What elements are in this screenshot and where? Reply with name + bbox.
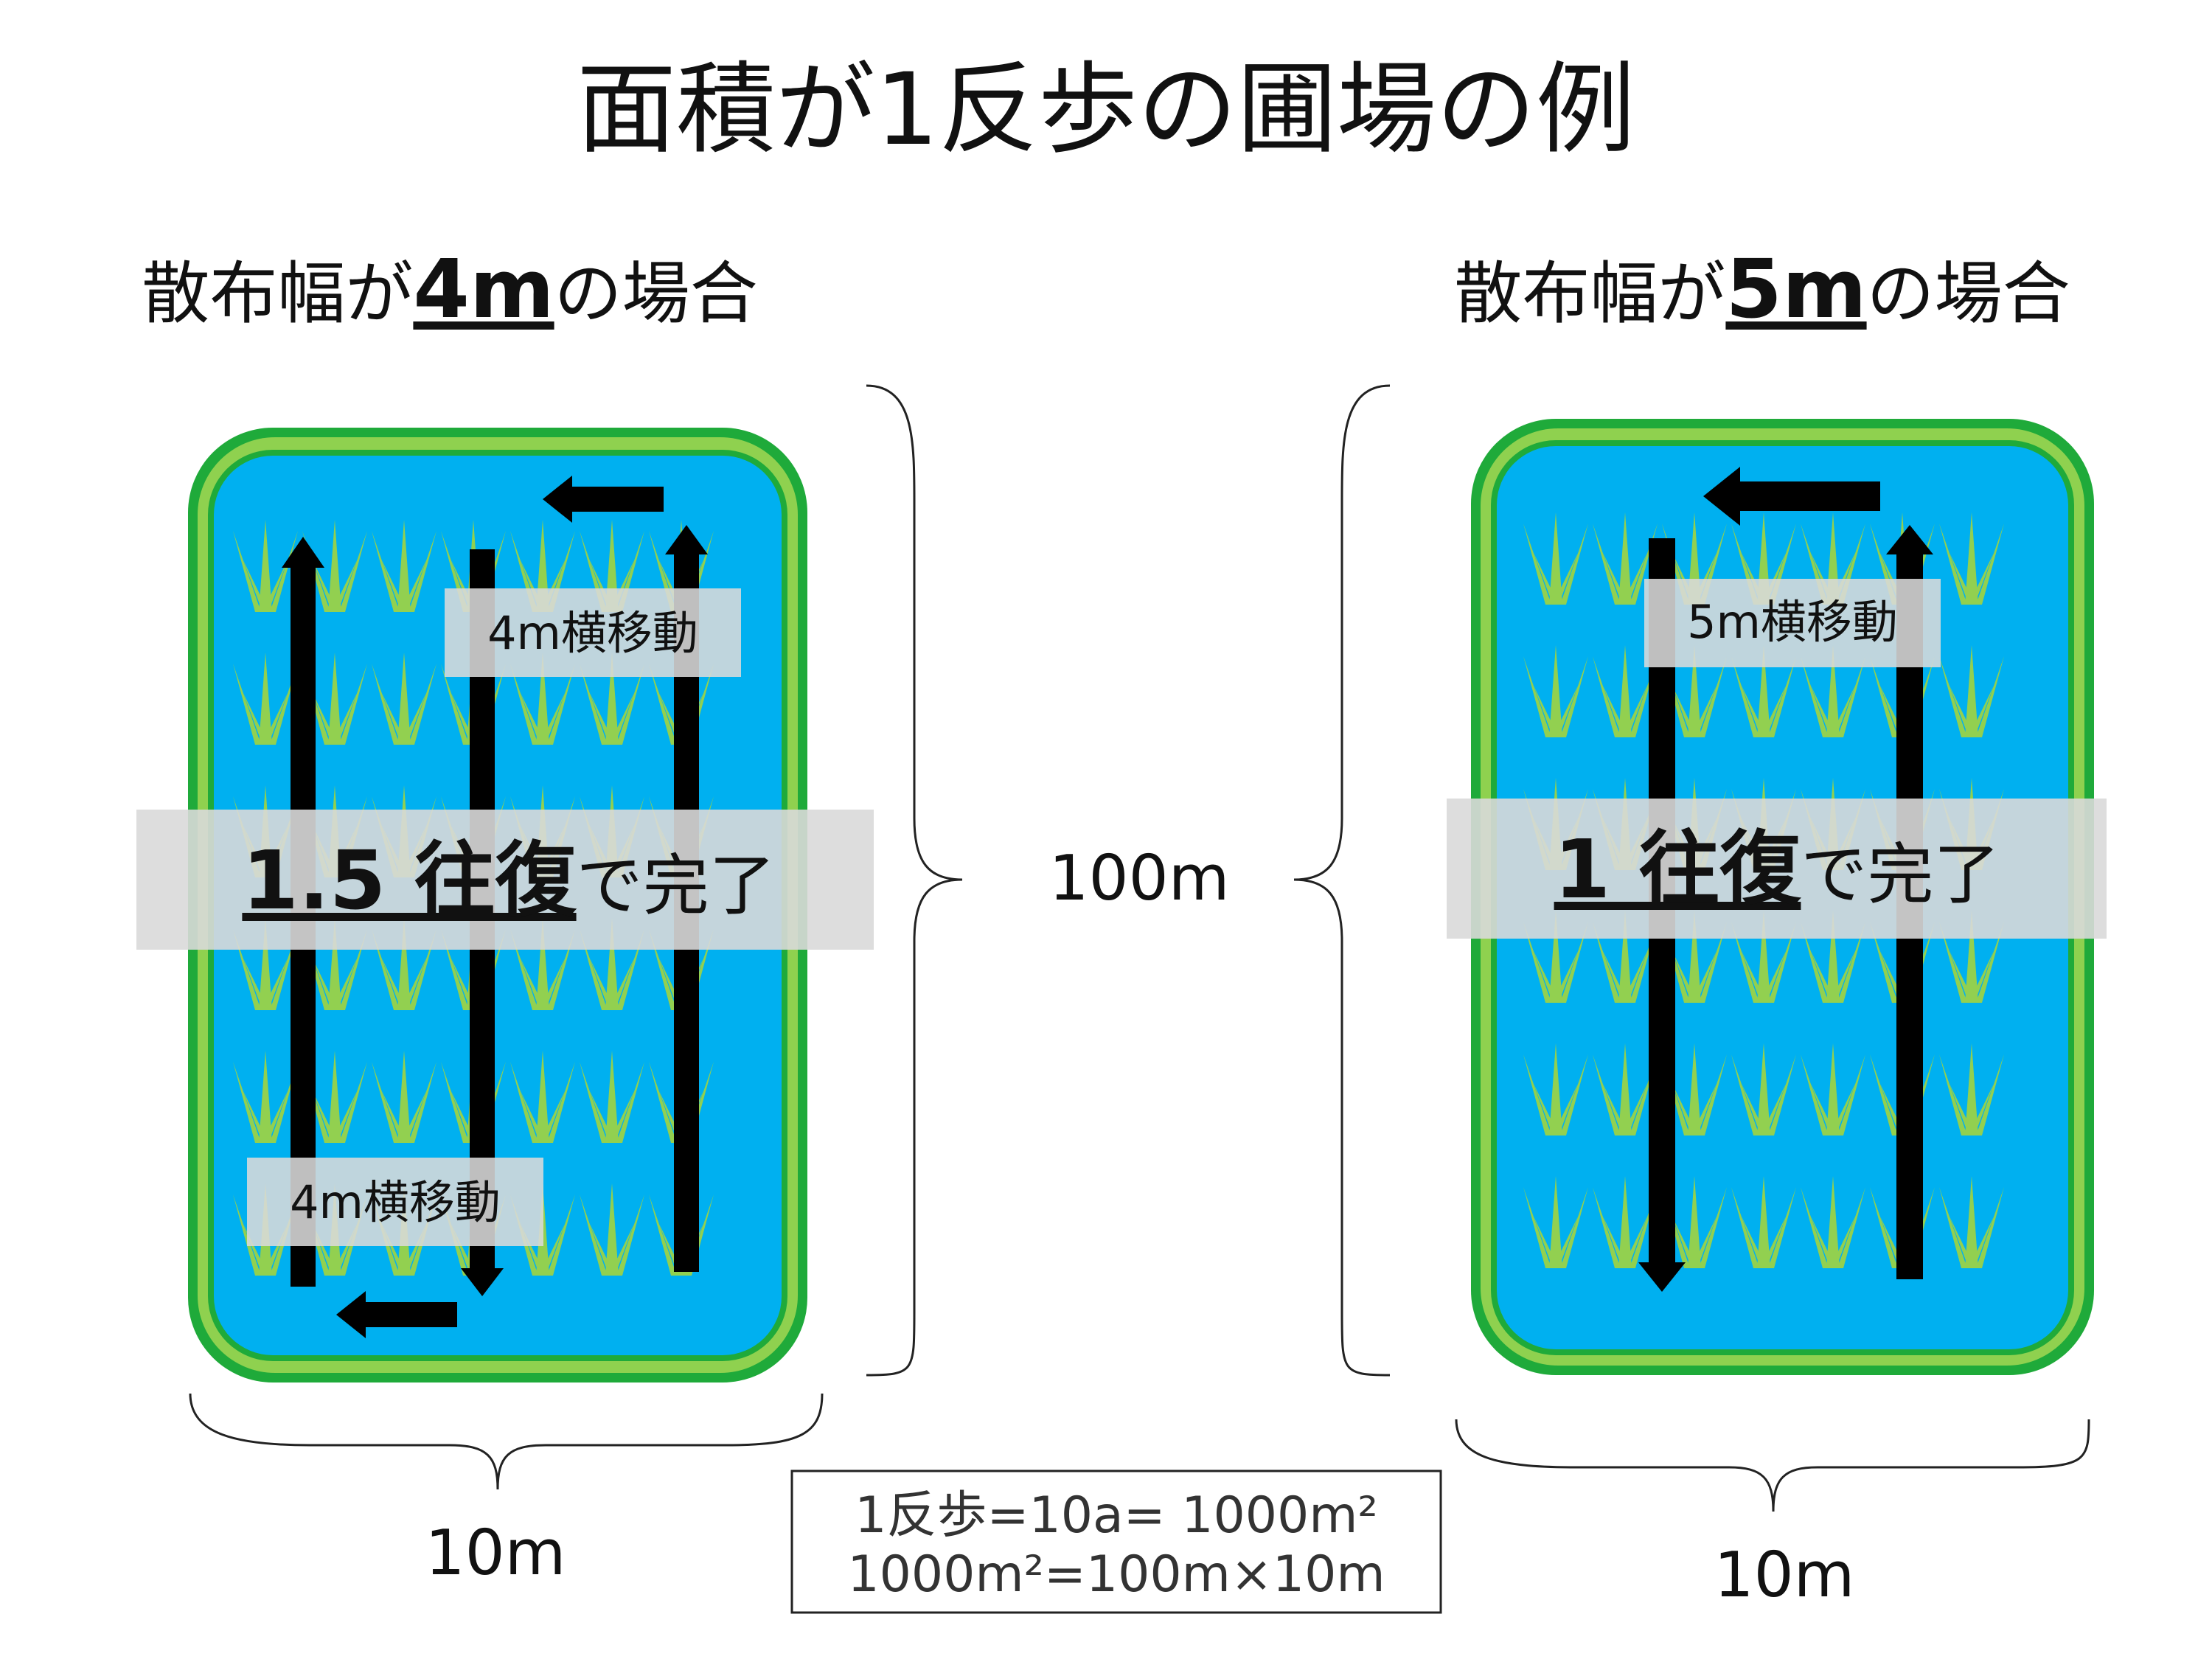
rice-plant-icon	[1939, 512, 2004, 605]
right-field: 5m横移動 1 往復で完了	[1447, 419, 2107, 1375]
rice-plant-icon	[1662, 645, 1727, 737]
rice-plant-icon	[1801, 911, 1865, 1003]
rice-plant-icon	[1731, 1043, 1796, 1135]
rice-plant-icon	[1523, 1176, 1588, 1268]
rice-plant-icon	[510, 1051, 575, 1143]
left-move-arrow-bottom-shaft	[361, 1302, 457, 1327]
left-width-brace	[189, 1393, 824, 1490]
note-box	[790, 1470, 1442, 1614]
left-heading-width: 4m	[413, 242, 554, 336]
rice-plant-icon	[1662, 911, 1727, 1003]
right-result-suffix: で完了	[1801, 836, 2000, 914]
right-heading-width: 5m	[1725, 242, 1866, 336]
left-move-label-bottom: 4m横移動	[290, 1175, 501, 1229]
rice-plant-icon	[510, 918, 575, 1010]
left-result-count: 1.5 往復	[242, 833, 577, 928]
right-heading: 散布幅が5mの場合	[1454, 242, 2070, 336]
rice-plant-icon	[1731, 911, 1796, 1003]
rice-plant-icon	[580, 918, 644, 1010]
left-width-label: 10m	[425, 1517, 566, 1590]
right-heading-suffix: の場合	[1867, 254, 2070, 333]
note-line-1: 1反歩=10a= 1000m²	[855, 1486, 1378, 1545]
left-heading-prefix: 散布幅が	[142, 254, 413, 333]
rice-plant-icon	[580, 653, 644, 745]
rice-plant-icon	[1731, 1176, 1796, 1268]
rice-plant-icon	[302, 520, 367, 612]
rice-plant-icon	[510, 653, 575, 745]
rice-plant-icon	[233, 520, 298, 612]
rice-plant-icon	[233, 1051, 298, 1143]
right-result-count: 1 往復	[1554, 822, 1802, 917]
left-heading: 散布幅が4mの場合	[142, 242, 757, 336]
page-title: 面積が1反歩の圃場の例	[577, 52, 1635, 167]
rice-plant-icon	[1523, 512, 1588, 605]
left-move-label-top-box	[445, 588, 741, 677]
rice-plant-icon	[1593, 1176, 1658, 1268]
rice-plant-icon	[1939, 1176, 2004, 1268]
right-arrow-down-1-head	[1638, 1262, 1686, 1292]
rice-plant-icon	[302, 1051, 367, 1143]
right-move-label-box	[1644, 579, 1941, 667]
rice-plant-icon	[1662, 1043, 1727, 1135]
rice-plant-icon	[1731, 645, 1796, 737]
left-move-label-top: 4m横移動	[487, 606, 698, 660]
left-result-text: 1.5 往復で完了	[242, 833, 775, 928]
left-move-arrow-bottom-head	[336, 1291, 366, 1338]
rice-plant-icon	[302, 918, 367, 1010]
right-width-label: 10m	[1714, 1539, 1855, 1612]
right-result-text: 1 往復で完了	[1554, 822, 2000, 917]
rice-plant-icon	[1939, 911, 2004, 1003]
left-arrow-down-2-head	[461, 1268, 504, 1296]
rice-plant-icon	[1801, 1043, 1865, 1135]
rice-plant-icon	[372, 520, 437, 612]
rice-plant-icon	[1593, 512, 1658, 605]
rice-plant-icon	[1801, 645, 1865, 737]
left-move-arrow-top-shaft	[568, 487, 664, 512]
length-label: 100m	[1048, 842, 1229, 915]
left-arrow-up-1-head	[282, 537, 324, 568]
rice-plant-icon	[1523, 1043, 1588, 1135]
rice-plant-icon	[1662, 1176, 1727, 1268]
rice-plant-icon	[580, 1051, 644, 1143]
right-move-arrow-head	[1703, 467, 1740, 526]
left-heading-suffix: の場合	[554, 254, 758, 333]
left-arrow-up-3-head	[665, 525, 708, 554]
right-arrow-up-2-head	[1886, 525, 1933, 554]
rice-plant-icon	[1523, 911, 1588, 1003]
left-result-banner	[136, 810, 874, 950]
rice-plant-icon	[233, 918, 298, 1010]
left-move-arrow-top-head	[543, 476, 572, 523]
right-length-brace	[1293, 384, 1391, 1377]
rice-plant-icon	[1523, 645, 1588, 737]
rice-plant-icon	[1801, 1176, 1865, 1268]
left-length-brace	[866, 384, 963, 1377]
right-move-arrow-shaft	[1733, 481, 1880, 511]
rice-plant-icon	[1593, 911, 1658, 1003]
rice-plant-icon	[372, 1051, 437, 1143]
rice-plant-icon	[302, 653, 367, 745]
rice-plant-icon	[580, 1183, 644, 1276]
rice-plant-icon	[233, 653, 298, 745]
rice-plant-icon	[372, 653, 437, 745]
rice-plant-icon	[1593, 1043, 1658, 1135]
right-heading-prefix: 散布幅が	[1454, 254, 1725, 333]
right-move-label-top: 5m横移動	[1687, 595, 1898, 649]
left-result-suffix: で完了	[577, 847, 776, 925]
left-field: 4m横移動 4m横移動 1.5 往復で完了	[136, 428, 874, 1382]
rice-plant-icon	[1593, 645, 1658, 737]
rice-plant-icon	[1939, 645, 2004, 737]
rice-plant-icon	[1939, 1043, 2004, 1135]
note-line-2: 1000m²=100m×10m	[847, 1545, 1385, 1604]
right-result-banner	[1447, 799, 2107, 939]
right-width-brace	[1455, 1419, 2090, 1512]
rice-plant-icon	[372, 918, 437, 1010]
left-move-label-bottom-box	[247, 1158, 543, 1246]
